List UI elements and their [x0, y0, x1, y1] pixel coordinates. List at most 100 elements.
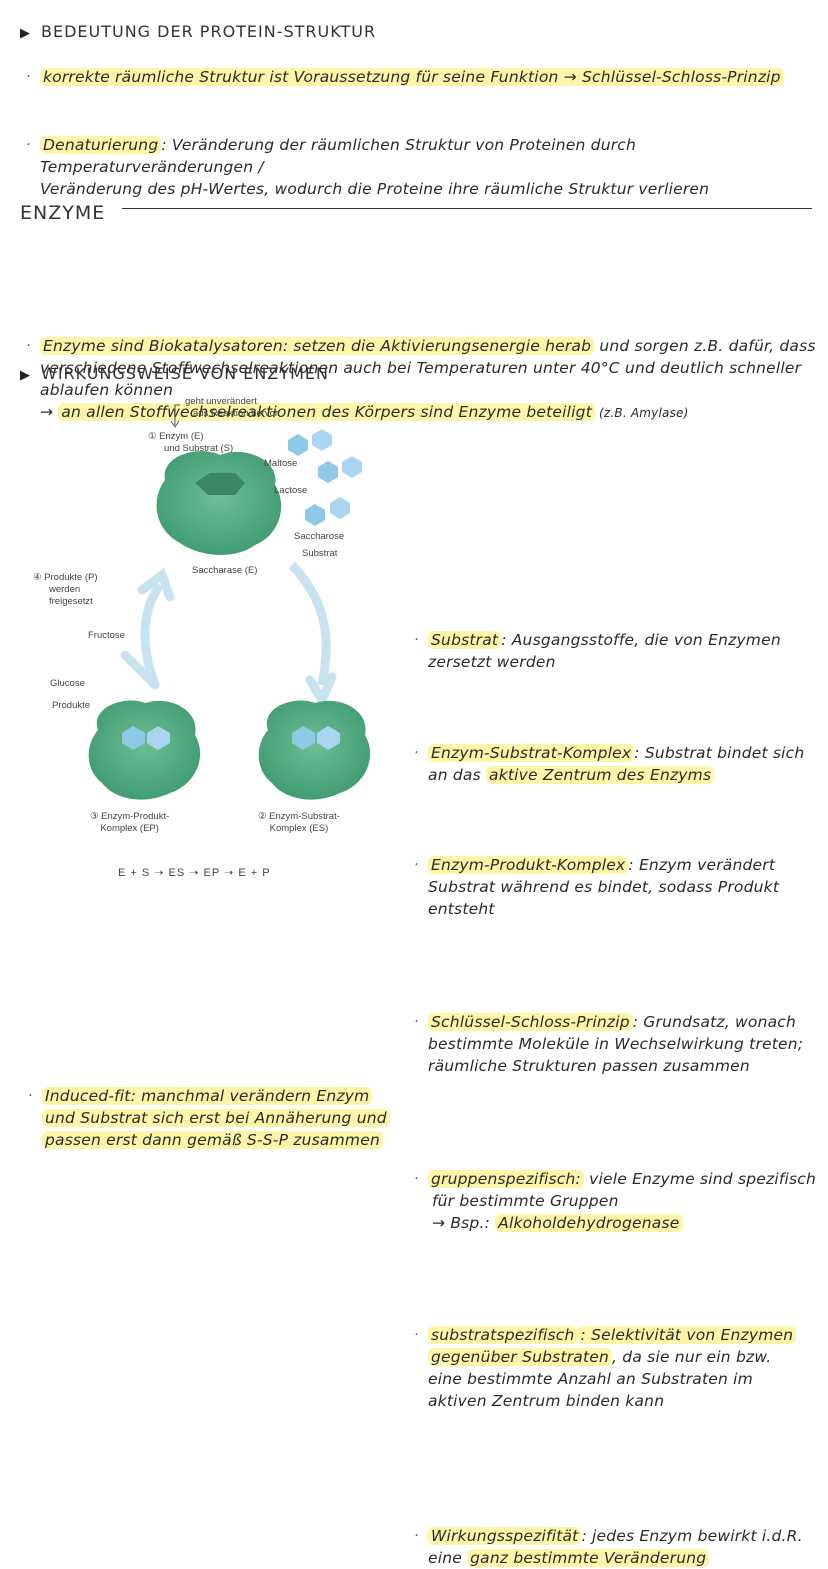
def-substrat: · Substrat: Ausgangsstoffe, die von Enzy… [414, 629, 818, 673]
highlighted-text: ganz bestimmte Veränderung [467, 1549, 710, 1567]
def-gruppenspezifisch: · gruppenspezifisch: viele Enzyme sind s… [414, 1168, 818, 1234]
highlighted-text: Alkoholdehydrogenase [495, 1214, 683, 1232]
label-line: Komplex (ES) [269, 823, 329, 834]
section-heading-protein-struktur: ▶ BEDEUTUNG DER PROTEIN-STRUKTUR [20, 22, 376, 41]
bullet-denaturierung: · Denaturierung: Veränderung der räumlic… [26, 134, 820, 200]
bullet-dot-icon: · [26, 137, 31, 153]
substrate-maltose-icon [288, 429, 332, 456]
highlighted-text: korrekte räumliche Struktur ist Vorausse… [40, 68, 784, 86]
text-line: an das [428, 766, 486, 784]
text-line: : Enzym verändert [628, 856, 776, 874]
arrowhead-icon [170, 420, 180, 428]
term: Schlüssel-Schloss-Prinzip [428, 1013, 633, 1031]
label-line: geht unverändert [185, 396, 257, 407]
bullet-dot-icon: · [414, 1327, 419, 1343]
term: Enzym-Produkt-Komplex [428, 856, 629, 874]
bullet-dot-icon: · [414, 1014, 419, 1030]
term: gruppenspezifisch: [428, 1170, 584, 1188]
substrate-saccharose-icon [305, 497, 350, 526]
highlighted-text: an allen Stoffwechselreaktionen des Körp… [58, 403, 596, 421]
text-line: : Grundsatz, wonach [632, 1013, 797, 1031]
bullet-induced-fit: · Induced-fit: manchmal verändern Enzym … [28, 1085, 402, 1151]
section-heading-enzyme: ENZYME [20, 202, 106, 224]
highlighted-text: Induced-fit: manchmal verändern Enzym [42, 1087, 373, 1105]
arrowhead-icon [137, 567, 175, 602]
section-heading-wirkungsweise: ▶ WIRKUNGSWEISE VON ENZYMEN [20, 364, 329, 383]
enzyme-cycle-svg [88, 404, 371, 800]
text-line: : jedes Enzym bewirkt i.d.R. [581, 1527, 803, 1545]
bullet-dot-icon: · [26, 69, 31, 85]
text-line: Substrat während es bindet, sodass Produ… [428, 878, 780, 896]
term: Substrat [428, 631, 502, 649]
label-line: aus Reaktion hervor [193, 408, 279, 419]
bracket-arrow-icon [174, 404, 180, 425]
def-schluessel-schloss-prinzip: · Schlüssel-Schloss-Prinzip: Grundsatz, … [414, 1011, 818, 1077]
label-unveraendert: geht unverändert aus Reaktion hervor [185, 396, 278, 420]
text-line: bestimmte Moleküle in Wechselwirkung tre… [428, 1035, 804, 1053]
arrow-text: → [40, 403, 59, 421]
highlighted-text: aktive Zentrum des Enzyms [486, 766, 715, 784]
highlighted-text: : Selektivität von Enzymen [577, 1326, 797, 1344]
text-line: : Veränderung der räumlichen Struktur vo… [40, 136, 637, 176]
bullet-dot-icon: · [414, 1171, 419, 1187]
bullet-enzyme-definition: · Enzyme sind Biokatalysatoren: setzen d… [26, 335, 820, 424]
arrowhead-icon [305, 672, 337, 710]
label-line: werden [49, 584, 81, 595]
text-line: Veränderung des pH-Wertes, wodurch die P… [40, 180, 710, 198]
label-line: Komplex (EP) [100, 823, 159, 834]
arrow-step2-icon [288, 561, 331, 686]
heading-text: WIRKUNGSWEISE VON ENZYMEN [41, 364, 329, 383]
bullet-dot-icon: · [26, 338, 31, 354]
term: substratspezifisch [428, 1326, 578, 1344]
text-line: viele Enzyme sind spezifisch [583, 1170, 817, 1188]
highlighted-text: und Substrat sich erst bei Annäherung un… [42, 1109, 390, 1127]
text-line: : Substrat bindet sich [634, 744, 805, 762]
bullet-dot-icon: · [414, 632, 419, 648]
bullet-dot-icon: · [28, 1088, 33, 1104]
enzyme-top-icon [156, 451, 282, 555]
label-step4: ④ Produkte (P) werden freigesetzt [33, 572, 97, 608]
text-line: (z.B. Amylase) [595, 406, 689, 420]
text-line: räumliche Strukturen passen zusammen [428, 1057, 750, 1075]
label-maltose: Maltose [264, 458, 298, 469]
text-line: aktiven Zentrum binden kann [428, 1392, 665, 1410]
bullet-funktion: · korrekte räumliche Struktur ist Voraus… [26, 66, 828, 88]
def-wirkungsspezifitaet: · Wirkungsspezifität: jedes Enzym bewirk… [414, 1525, 818, 1569]
divider [122, 208, 812, 209]
label-line: ④ Produkte (P) [33, 572, 98, 583]
def-enzym-produkt-komplex: · Enzym-Produkt-Komplex: Enzym verändert… [414, 854, 818, 920]
triangle-bullet-icon: ▶ [20, 26, 31, 41]
highlighted-text: Enzyme sind Biokatalysatoren: setzen die… [40, 337, 595, 355]
text-line: und sorgen z.B. dafür, dass [594, 337, 816, 355]
def-substratspezifisch: · substratspezifisch: Selektivität von E… [414, 1324, 818, 1412]
highlighted-text: passen erst dann gemäß S-S-P zusammen [42, 1131, 383, 1149]
label-line: freigesetzt [49, 596, 93, 607]
bullet-dot-icon: · [414, 1528, 419, 1544]
label-lactose: Lactose [274, 485, 308, 496]
term: Wirkungsspezifität [428, 1527, 582, 1545]
text-line: , da sie nur ein bzw. [612, 1348, 772, 1366]
text-line: → Bsp.: [432, 1214, 496, 1232]
highlighted-text: gegenüber Substraten [428, 1348, 613, 1366]
text-line: eine bestimmte Anzahl an Substraten im [428, 1370, 753, 1388]
label-step1: ① Enzym (E) und Substrat (S) [148, 431, 233, 455]
label-fructose: Fructose [88, 630, 125, 641]
bullet-dot-icon: · [414, 857, 419, 873]
text-line: eine [428, 1549, 468, 1567]
label-line: und Substrat (S) [164, 443, 234, 454]
arrow-branch-icon [120, 650, 160, 690]
text-line: für bestimmte Gruppen [432, 1192, 619, 1210]
label-saccharose: Saccharose [294, 531, 345, 542]
label-saccharase: Saccharase (E) [192, 565, 258, 576]
label-step2: ② Enzym-Substrat- Komplex (ES) [258, 811, 340, 835]
heading-text: BEDEUTUNG DER PROTEIN-STRUKTUR [41, 22, 377, 41]
text-line: verschiedene Stoffwechselreaktionen auch… [40, 359, 802, 377]
triangle-bullet-icon: ▶ [20, 368, 31, 383]
text-line: zersetzt werden [428, 653, 556, 671]
label-line: ① Enzym (E) [148, 431, 204, 442]
enzyme-substrate-complex-icon [258, 700, 371, 800]
substrate-lactose-icon [318, 456, 362, 483]
reaction-equation: E + S ➝ ES ➝ EP ➝ E + P [118, 867, 271, 879]
text-line: entsteht [428, 900, 495, 918]
label-step3: ③ Enzym-Produkt- Komplex (EP) [90, 811, 169, 835]
